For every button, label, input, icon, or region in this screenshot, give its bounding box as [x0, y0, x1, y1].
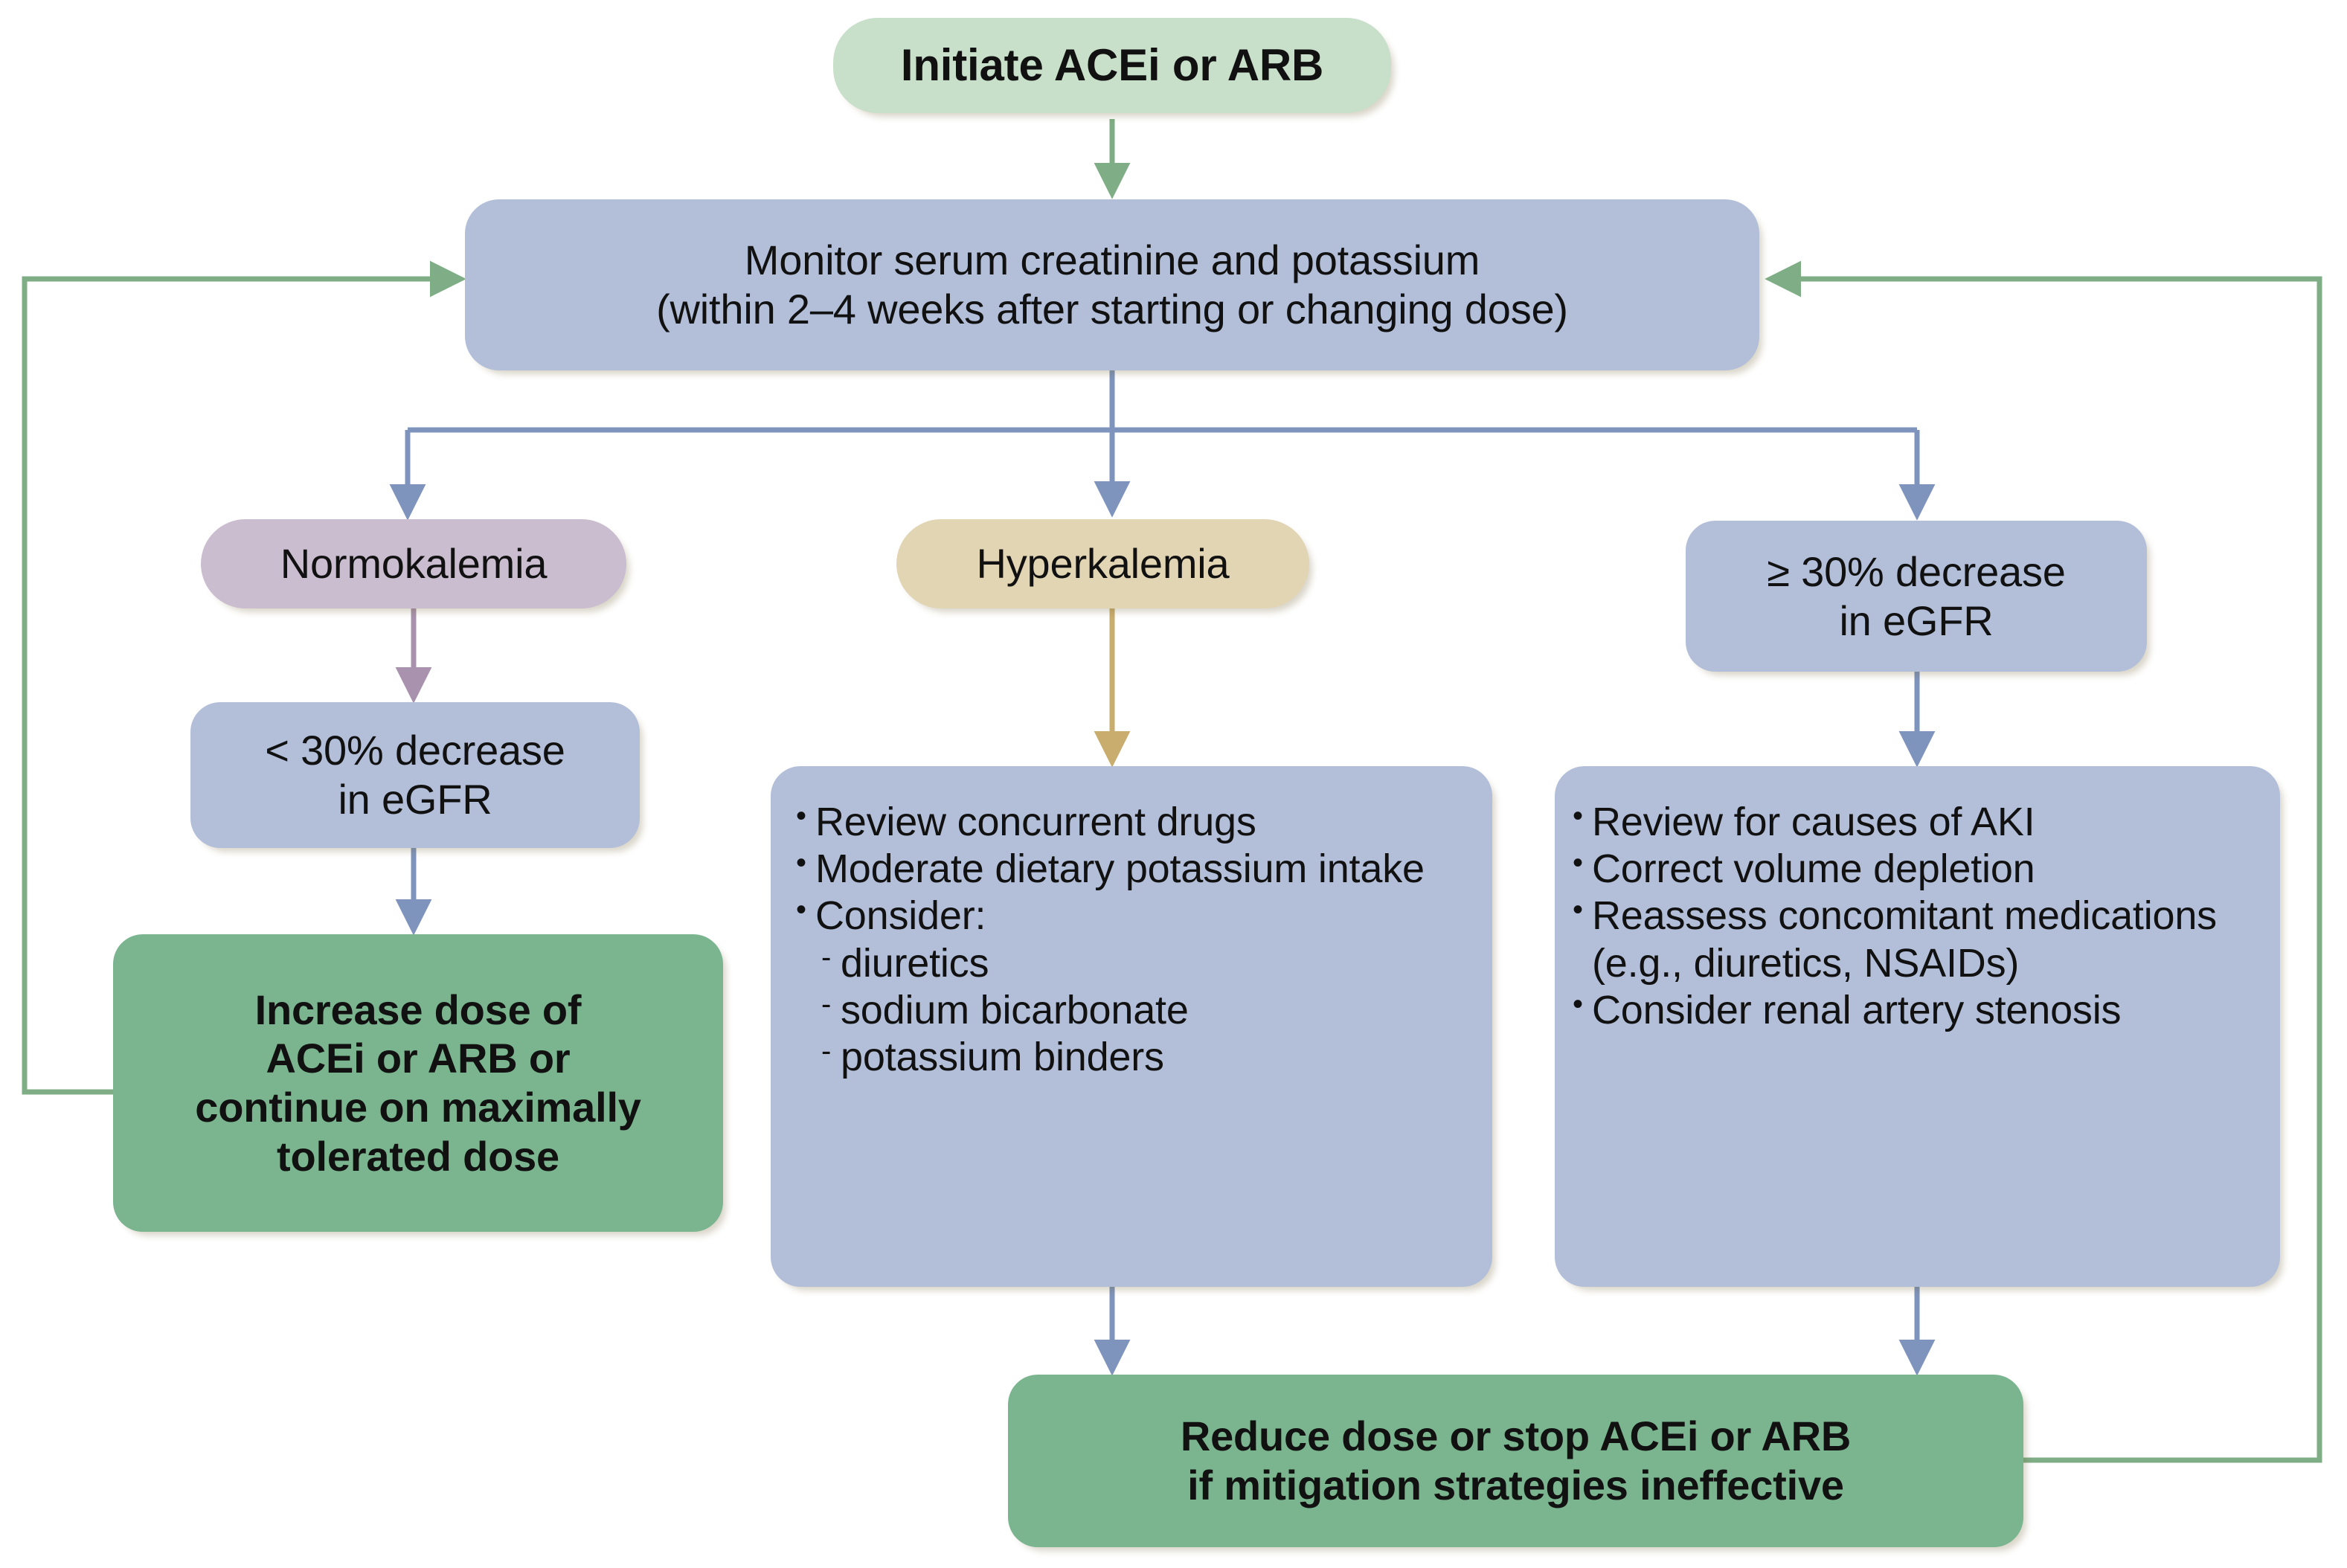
node-initiate-label: Initiate ACEi or ARB: [900, 39, 1324, 90]
egfr-action-list: • Review for causes of AKI • Correct vol…: [1573, 799, 2259, 1034]
list-item: • Moderate dietary potassium intake: [796, 846, 1467, 893]
node-egfr-ge30-line2: in eGFR: [1839, 597, 1994, 644]
node-egfr-lt30-line2: in eGFR: [338, 776, 492, 823]
list-item: • Reassess concomitant medications (e.g.…: [1573, 893, 2259, 986]
hyperkalemia-action-list: • Review concurrent drugs • Moderate die…: [796, 799, 1467, 1081]
node-egfr-decrease-lt30[interactable]: < 30% decrease in eGFR: [190, 702, 640, 848]
list-item: • Review for causes of AKI: [1573, 799, 2259, 846]
list-item: • Consider:: [796, 893, 1467, 939]
bullet-text: sodium bicarbonate: [841, 987, 1189, 1032]
node-reduce-stop-line1: Reduce dose or stop ACEi or ARB: [1180, 1413, 1852, 1460]
list-item: • Consider renal artery stenosis: [1573, 987, 2259, 1034]
list-item: • Review concurrent drugs: [796, 799, 1467, 846]
bullet-marker: •: [796, 846, 806, 880]
node-normokalemia-label: Normokalemia: [280, 540, 548, 588]
node-monitor-labs[interactable]: Monitor serum creatinine and potassium (…: [465, 199, 1759, 370]
bullet-text: Review for causes of AKI: [1592, 800, 2035, 844]
bullet-marker: •: [1573, 987, 1583, 1021]
list-item: - sodium bicarbonate: [796, 987, 1467, 1034]
node-egfr-decrease-ge30[interactable]: ≥ 30% decrease in eGFR: [1686, 521, 2147, 672]
node-egfr-lt30-line1: < 30% decrease: [265, 727, 565, 774]
bullet-text: Review concurrent drugs: [815, 800, 1256, 844]
bullet-text: Moderate dietary potassium intake: [815, 846, 1425, 892]
node-hyperkalemia[interactable]: Hyperkalemia: [896, 519, 1309, 608]
list-item: - diuretics: [796, 940, 1467, 987]
bullet-marker: -: [821, 1034, 832, 1067]
node-monitor-line2: (within 2–4 weeks after starting or chan…: [656, 286, 1568, 332]
bullet-text: diuretics: [841, 940, 989, 986]
node-hyperkalemia-actions[interactable]: • Review concurrent drugs • Moderate die…: [771, 766, 1492, 1287]
bullet-text: Consider:: [815, 893, 986, 939]
bullet-marker: -: [821, 940, 832, 974]
node-increase-dose-line2: ACEi or ARB or: [266, 1035, 571, 1082]
node-egfr-actions[interactable]: • Review for causes of AKI • Correct vol…: [1555, 766, 2280, 1287]
node-increase-dose-line1: Increase dose of: [254, 986, 582, 1033]
node-increase-dose-line3: continue on maximally: [195, 1084, 641, 1131]
node-hyperkalemia-label: Hyperkalemia: [976, 540, 1230, 588]
list-item: - potassium binders: [796, 1034, 1467, 1081]
list-item: • Correct volume depletion: [1573, 846, 2259, 893]
bullet-marker: -: [821, 987, 832, 1021]
node-reduce-or-stop[interactable]: Reduce dose or stop ACEi or ARB if mitig…: [1008, 1375, 2023, 1547]
bullet-marker: •: [1573, 800, 1583, 832]
node-initiate-acei-arb[interactable]: Initiate ACEi or ARB: [833, 18, 1391, 113]
bullet-marker: •: [796, 800, 806, 832]
node-normokalemia[interactable]: Normokalemia: [201, 519, 626, 608]
bullet-text: Correct volume depletion: [1592, 846, 2035, 892]
node-reduce-stop-line2: if mitigation strategies ineffective: [1187, 1462, 1844, 1508]
bullet-marker: •: [796, 893, 806, 927]
bullet-marker: •: [1573, 846, 1583, 880]
node-increase-dose-line4: tolerated dose: [277, 1132, 559, 1180]
bullet-text: Consider renal artery stenosis: [1592, 987, 2122, 1032]
node-egfr-ge30-line1: ≥ 30% decrease: [1767, 547, 2066, 595]
bullet-marker: •: [1573, 893, 1583, 927]
bullet-text: potassium binders: [841, 1034, 1164, 1079]
node-monitor-line1: Monitor serum creatinine and potassium: [744, 237, 1480, 284]
node-increase-dose[interactable]: Increase dose of ACEi or ARB or continue…: [113, 934, 723, 1232]
bullet-text: Reassess concomitant medications (e.g., …: [1592, 893, 2217, 986]
